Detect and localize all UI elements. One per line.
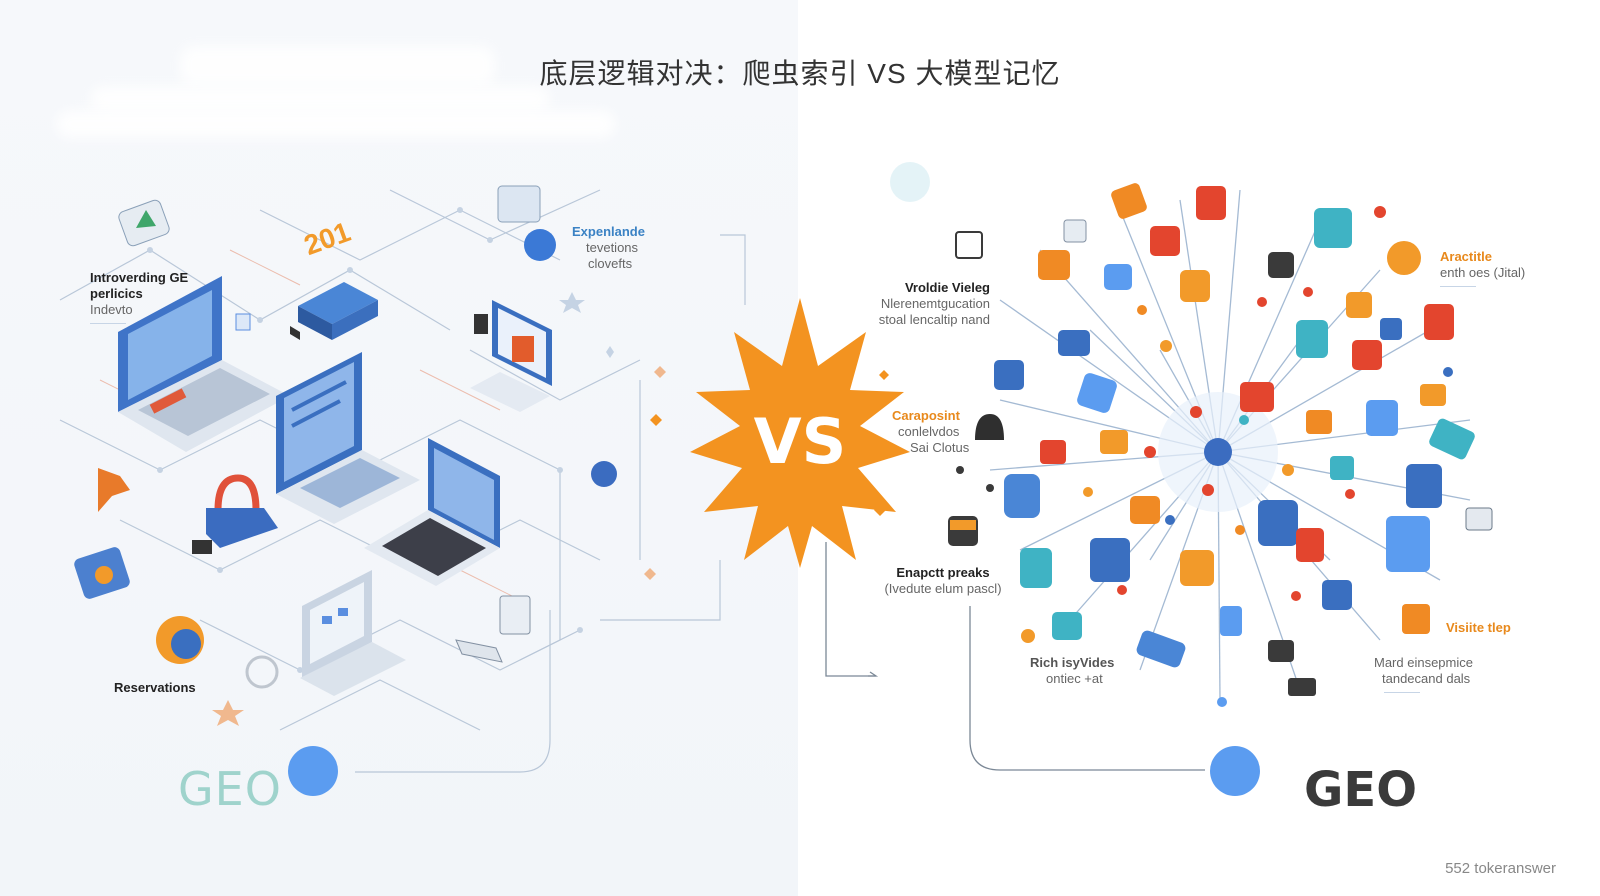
vs-label: VS [753,405,847,478]
page-title: 底层逻辑对决：爬虫索引 VS 大模型记忆 [539,58,1061,89]
geo-dot-left [288,746,338,796]
callout-title: Visiite tlep [1446,620,1511,635]
callout-aractitle: Aractitle enth oes (Jital) [1440,249,1525,287]
burst-core [1204,438,1232,466]
blurred-header-block [180,46,495,86]
callout-vroldie: Vroldie Vieleg Nlerenemtgucation stoal l… [860,280,990,328]
vs-starburst [690,298,910,568]
right-connectors [825,542,1205,771]
image-card-icon [118,199,170,247]
app-icon-cluster [948,183,1493,696]
decor-stars [212,366,666,726]
cloud-gear-icon [497,185,556,261]
geo-label-right: GEO [1304,762,1417,818]
callout-title: Reservations [114,680,196,695]
left-panel-crawler-index [0,0,798,896]
callout-line: stoal lencaltip nand [878,312,990,327]
callout-line: enth oes (Jital) [1440,265,1526,280]
geo-label-left: GEO [178,762,282,816]
callout-line: Mard einsepmice [1374,655,1473,670]
callout-reservations: Reservations [114,680,196,696]
callout-line: tevetions [586,240,639,255]
terminal-device-icon [300,570,406,696]
camera-icon [591,461,617,487]
decor-stars-blue [559,292,614,358]
blurred-header-block [90,86,550,112]
laptop-device-icon [364,438,500,586]
laptop-device-icon [118,276,290,452]
callout-caraposint: Caraposint conlelvdos Sai Clotus [892,408,969,456]
callout-rich: Rich isyVides ontiec +at [1030,655,1114,687]
decor-bubble [890,162,930,202]
small-dots-right [956,206,1469,707]
callout-title: Introverding GE [90,270,189,285]
callout-title: Vroldie Vieleg [904,280,990,295]
flag-icon [98,468,130,512]
callout-visiite: Visiite tlep [1446,620,1511,636]
callout-line: tandecand dals [1382,671,1471,686]
callout-line: (Ivedute elum pascl) [884,581,1002,596]
callout-introverding: Introverding GE perlicics Indevto [90,270,188,324]
callout-title: Aractitle [1440,249,1493,264]
ring-icon [245,655,279,689]
callout-title: Rich isyVides [1030,655,1115,670]
lock-icon [192,474,278,554]
callout-title: Expenlande [572,224,645,239]
blurred-header-block [56,110,616,138]
calculator-icon [499,595,531,635]
callout-line: Nlerenemtgucation [880,296,990,311]
footer-watermark: 552 tokeranswer [1445,860,1556,877]
callout-mard: Mard einsepmice tandecand dals [1374,655,1473,693]
callout-line: Indevto [90,302,133,317]
callout-expenlande: Expenlande tevetions clovefts [572,224,645,272]
circuit-lines [59,189,746,773]
callout-line: conlelvdos [898,424,960,439]
callout-line: Sai Clotus [910,440,970,455]
callout-line: perlicics [90,286,143,301]
server-device-icon [290,282,378,340]
callout-title: Caraposint [892,408,960,423]
callout-enapctt: Enapctt preaks (Ivedute elum pascl) [876,565,1010,597]
callout-line: clovefts [588,256,633,271]
callout-line: ontiec +at [1046,671,1103,686]
vs-spark-dots [650,370,889,516]
gear-icon [95,566,113,584]
callout-title: Enapctt preaks [896,565,990,580]
small-square-icon [235,313,251,331]
geo-dot-right [1210,746,1260,796]
display-panel-icon [470,300,552,412]
headset-icon-inner [171,629,201,659]
usb-drive-icon [455,639,503,663]
ghost-icon [975,414,1004,440]
monitor-device-icon [276,352,420,524]
